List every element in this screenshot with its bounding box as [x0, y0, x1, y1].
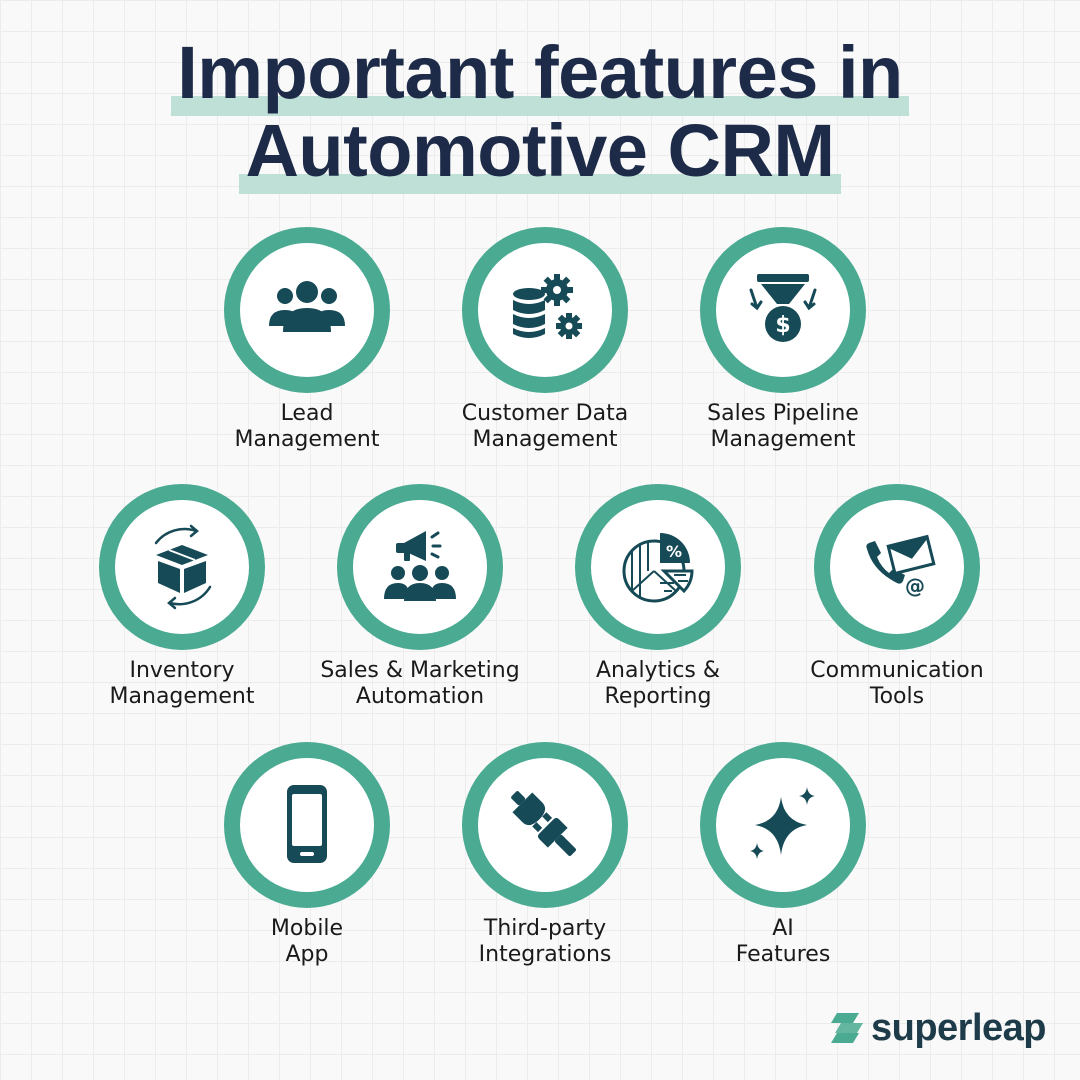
- feature-lead-management: Lead Management: [187, 227, 427, 453]
- feature-ring: [462, 742, 628, 908]
- megaphone-people-icon: [384, 531, 456, 601]
- brand-logo: superleap: [829, 1007, 1047, 1050]
- plug-connector-icon: [511, 791, 576, 856]
- feature-label: Lead Management: [234, 401, 380, 452]
- feature-ring: [224, 227, 390, 393]
- feature-mobile-app: Mobile App: [187, 742, 427, 968]
- feature-ring: [224, 742, 390, 908]
- feature-label: Sales & Marketing Automation: [320, 658, 520, 709]
- title-text-2: Automotive CRM: [239, 109, 841, 194]
- feature-inventory-management: Inventory Management: [62, 484, 302, 710]
- svg-text:%: %: [666, 542, 682, 561]
- page-title-line-1: Important features in: [0, 31, 1080, 116]
- sparkles-icon: [750, 787, 815, 859]
- mobile-phone-icon: [287, 785, 327, 863]
- feature-label: Mobile App: [270, 916, 344, 967]
- feature-label: Communication Tools: [810, 658, 984, 709]
- feature-ring: [337, 484, 503, 650]
- feature-ring: %: [575, 484, 741, 650]
- feature-analytics-reporting: % Analytics & Reporting: [538, 484, 778, 710]
- funnel-dollar-icon: $: [749, 274, 817, 342]
- phone-mail-icon: @: [866, 534, 936, 598]
- feature-ring: @: [814, 484, 980, 650]
- feature-third-party-integrations: Third-party Integrations: [425, 742, 665, 968]
- feature-sales-pipeline-management: $ Sales Pipeline Management: [663, 227, 903, 453]
- database-gears-icon: [513, 274, 582, 339]
- feature-label: Inventory Management: [109, 658, 255, 709]
- svg-text:$: $: [775, 313, 790, 338]
- feature-ring: [99, 484, 265, 650]
- feature-ring: [700, 742, 866, 908]
- feature-ring: $: [700, 227, 866, 393]
- feature-label: Customer Data Management: [461, 401, 629, 452]
- feature-label: Sales Pipeline Management: [707, 401, 859, 452]
- brand-name: superleap: [870, 1007, 1047, 1049]
- svg-text:@: @: [905, 574, 925, 598]
- title-text-1: Important features in: [171, 31, 909, 116]
- feature-communication-tools: @ Communication Tools: [777, 484, 1017, 710]
- feature-sales-marketing-automation: Sales & Marketing Automation: [300, 484, 540, 710]
- feature-customer-data-management: Customer Data Management: [425, 227, 665, 453]
- feature-ring: [462, 227, 628, 393]
- feature-label: Third-party Integrations: [478, 916, 612, 967]
- feature-label: Analytics & Reporting: [595, 658, 721, 709]
- box-cycle-icon: [154, 524, 212, 610]
- superleap-logo-icon: [830, 1012, 863, 1043]
- feature-label: AI Features: [735, 916, 831, 967]
- pie-chart-percent-icon: %: [622, 533, 694, 603]
- feature-ai-features: AI Features: [663, 742, 903, 968]
- page-title-line-2: Automotive CRM: [0, 109, 1080, 194]
- people-group-icon: [269, 281, 345, 332]
